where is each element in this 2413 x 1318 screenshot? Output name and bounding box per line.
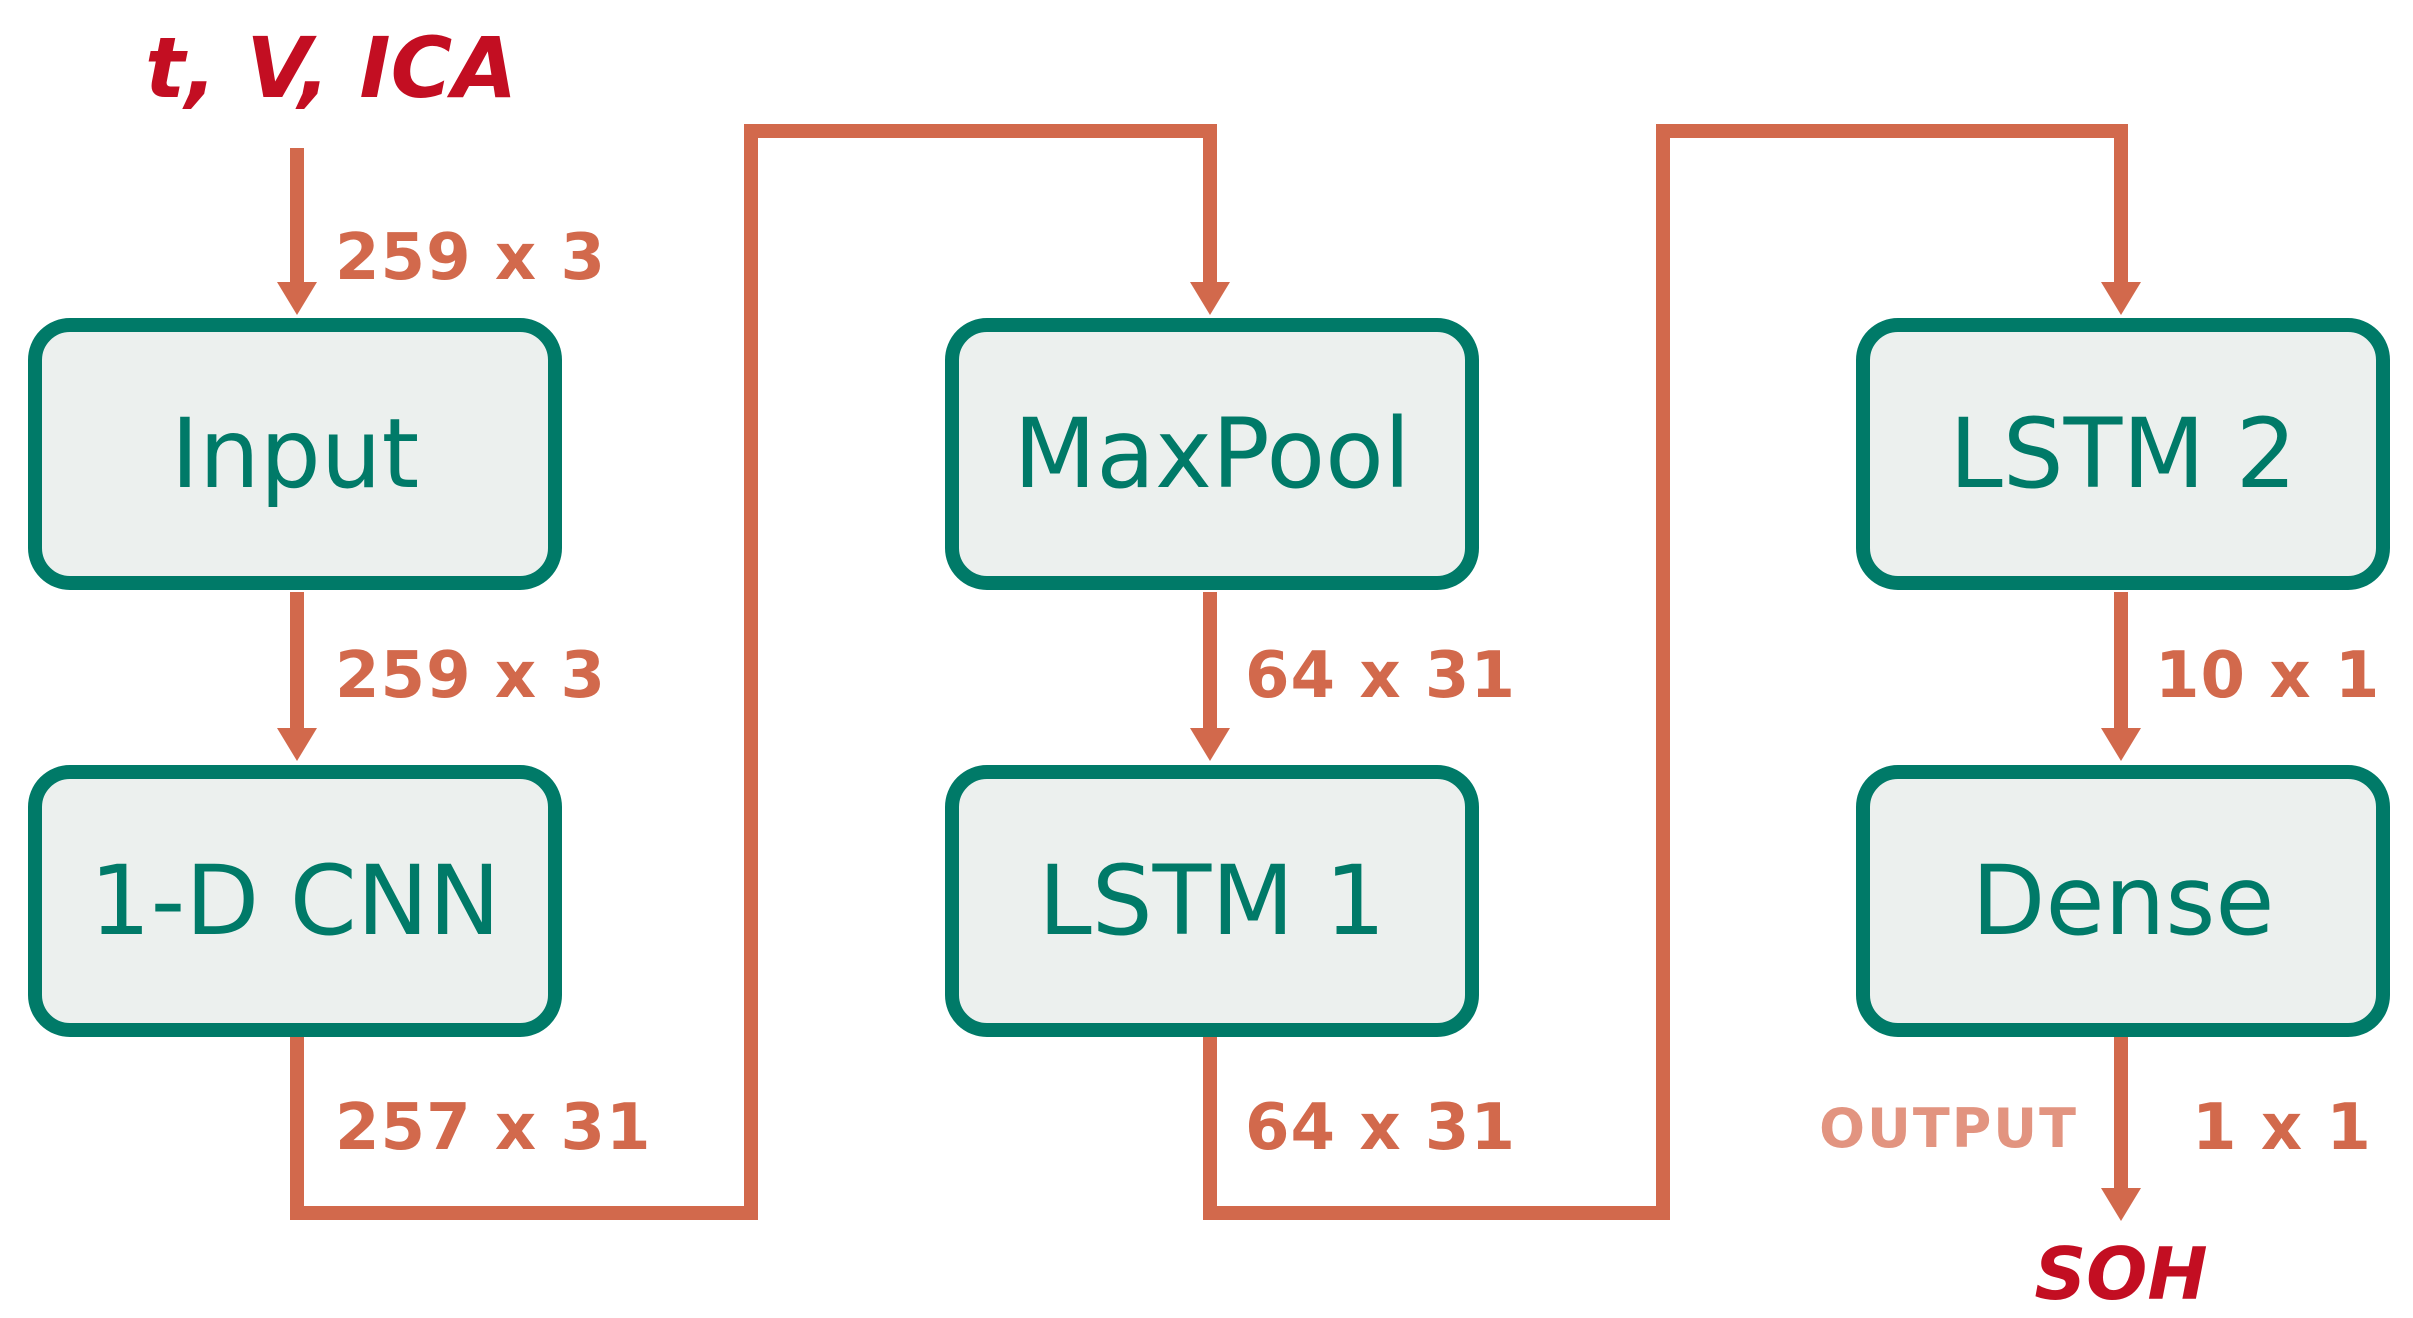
node-1d-cnn-label: 1-D CNN xyxy=(89,845,501,957)
node-dense-label: Dense xyxy=(1971,845,2275,957)
dim-label-lstm2-to-dense: 10 x 1 xyxy=(2155,639,2381,713)
arrowhead-maxpool-to-lstm1-icon xyxy=(1190,728,1230,761)
node-lstm-1-label: LSTM 1 xyxy=(1038,845,1386,957)
connector-cnn-riser-line xyxy=(744,124,758,1220)
node-dense: Dense xyxy=(1856,765,2390,1037)
connector-lstm1-bottom-line xyxy=(1203,1206,1670,1220)
output-signal-label: SOH xyxy=(2034,1232,2208,1316)
connector-cnn-down-stem xyxy=(290,1037,304,1220)
node-1d-cnn: 1-D CNN xyxy=(28,765,562,1037)
arrow-dense-to-output xyxy=(2114,1037,2128,1192)
dim-label-cnn-to-maxpool: 257 x 31 xyxy=(335,1091,652,1165)
node-lstm-2: LSTM 2 xyxy=(1856,318,2390,590)
node-maxpool: MaxPool xyxy=(945,318,1479,590)
node-lstm-1: LSTM 1 xyxy=(945,765,1479,1037)
dim-label-input-to-cnn: 259 x 3 xyxy=(335,639,606,713)
arrowhead-source-to-input-icon xyxy=(277,282,317,315)
output-tag-label: OUTPUT xyxy=(1819,1097,2078,1160)
arrow-maxpool-to-lstm1 xyxy=(1203,592,1217,732)
connector-lstm1-riser-line xyxy=(1656,124,1670,1220)
node-input: Input xyxy=(28,318,562,590)
connector-cnn-to-maxpool-stem xyxy=(1203,124,1217,286)
dim-label-maxpool-to-lstm1: 64 x 31 xyxy=(1245,639,1516,713)
arrowhead-into-lstm2-icon xyxy=(2101,282,2141,315)
connector-cnn-bottom-line xyxy=(290,1206,758,1220)
input-signals-label: t, V, ICA xyxy=(145,19,518,117)
arrow-source-to-input xyxy=(290,148,304,286)
connector-cnn-top-line xyxy=(744,124,1217,138)
connector-lstm1-top-line xyxy=(1656,124,2128,138)
arrow-input-to-cnn xyxy=(290,592,304,732)
arrowhead-lstm2-to-dense-icon xyxy=(2101,728,2141,761)
connector-lstm1-to-lstm2-stem xyxy=(2114,124,2128,286)
node-input-label: Input xyxy=(170,398,420,510)
connector-lstm1-down-stem xyxy=(1203,1037,1217,1220)
arrowhead-input-to-cnn-icon xyxy=(277,728,317,761)
arrowhead-into-maxpool-icon xyxy=(1190,282,1230,315)
node-lstm-2-label: LSTM 2 xyxy=(1949,398,2297,510)
arrow-lstm2-to-dense xyxy=(2114,592,2128,732)
dim-label-source-to-input: 259 x 3 xyxy=(335,221,606,295)
node-maxpool-label: MaxPool xyxy=(1013,398,1411,510)
dim-label-dense-to-output: 1 x 1 xyxy=(2192,1091,2372,1165)
arrowhead-dense-to-output-icon xyxy=(2101,1188,2141,1221)
dim-label-lstm1-to-lstm2: 64 x 31 xyxy=(1245,1091,1516,1165)
